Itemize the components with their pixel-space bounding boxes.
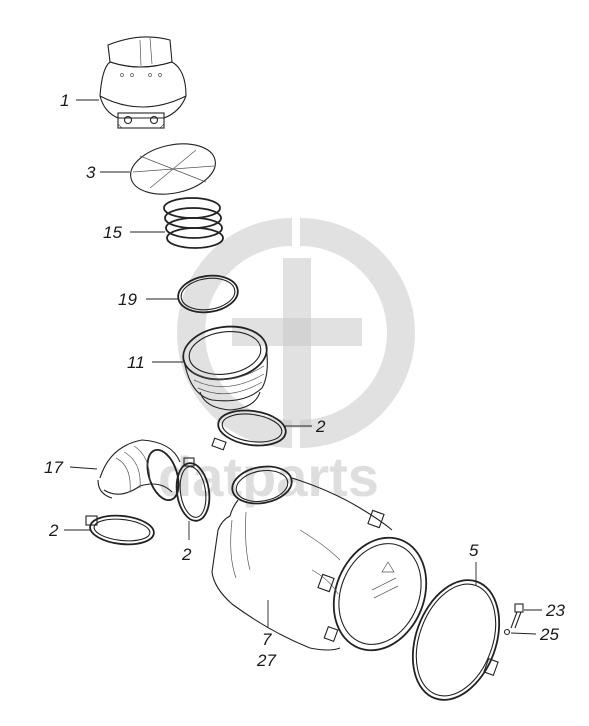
callout-7: 7 <box>262 630 272 649</box>
part-hose-clamp-middle <box>175 457 211 522</box>
callout-15: 15 <box>103 223 122 242</box>
part-nut <box>503 628 511 636</box>
watermark-text: datparts <box>158 445 379 508</box>
part-elbow-hose <box>97 439 181 502</box>
part-hose-clamp-lower <box>85 514 155 546</box>
callout-25: 25 <box>539 625 559 644</box>
part-band-clamp <box>411 579 501 701</box>
part-coil-spring <box>163 197 224 249</box>
callout-11: 11 <box>127 353 145 372</box>
part-bolt <box>510 603 524 629</box>
callout-1: 1 <box>60 91 69 110</box>
callout-27: 27 <box>256 651 276 670</box>
part-ring <box>177 274 239 314</box>
callout-2-lower: 2 <box>48 521 59 540</box>
callout-2-upper: 2 <box>315 417 326 436</box>
part-bellows-sleeve <box>182 325 268 411</box>
callout-5: 5 <box>469 541 479 560</box>
part-intake-cap <box>99 36 187 129</box>
callout-19: 19 <box>118 290 137 309</box>
part-mesh-screen <box>130 143 216 195</box>
part-hose-clamp-upper <box>211 409 287 451</box>
callout-2-middle: 2 <box>181 545 192 564</box>
part-filter-housing <box>211 465 428 652</box>
callout-3: 3 <box>86 163 96 182</box>
callout-17: 17 <box>44 458 63 477</box>
callout-23: 23 <box>545 601 565 620</box>
